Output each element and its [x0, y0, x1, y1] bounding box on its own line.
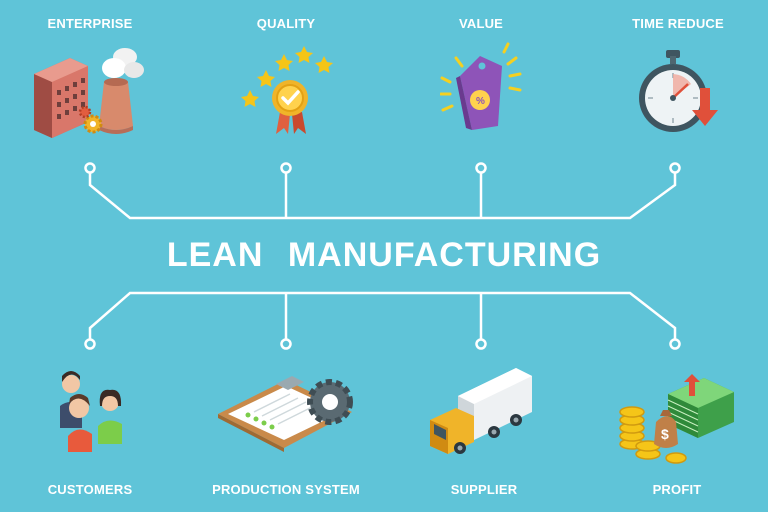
- connector-node: [84, 338, 96, 350]
- svg-text:$: $: [661, 426, 669, 442]
- label-time-reduce: TIME REDUCE: [632, 16, 724, 31]
- clipboard-gear-icon: [218, 376, 353, 452]
- svg-text:%: %: [476, 96, 485, 107]
- price-tag-icon: %: [440, 42, 522, 130]
- label-supplier: SUPPLIER: [450, 482, 518, 497]
- money-coins-icon: $: [619, 374, 734, 464]
- connector-node: [280, 162, 292, 174]
- label-customers: CUSTOMERS: [47, 482, 133, 497]
- connector-node: [669, 338, 681, 350]
- label-profit: PROFIT: [652, 482, 702, 497]
- diagram-title: LEAN MANUFACTURING: [166, 236, 602, 274]
- customers-icon: [60, 371, 122, 452]
- quality-medal-icon: [241, 46, 333, 134]
- label-value: VALUE: [458, 16, 504, 31]
- label-production-system: PRODUCTION SYSTEM: [212, 482, 360, 497]
- label-quality: QUALITY: [256, 16, 316, 31]
- truck-icon: [430, 368, 532, 454]
- connector-node: [669, 162, 681, 174]
- factory-icon: [34, 48, 144, 138]
- connector-node: [280, 338, 292, 350]
- connector-node: [475, 162, 487, 174]
- connector-node: [475, 338, 487, 350]
- label-enterprise: ENTERPRISE: [47, 16, 133, 31]
- stopwatch-icon: [639, 50, 718, 132]
- connector-node: [84, 162, 96, 174]
